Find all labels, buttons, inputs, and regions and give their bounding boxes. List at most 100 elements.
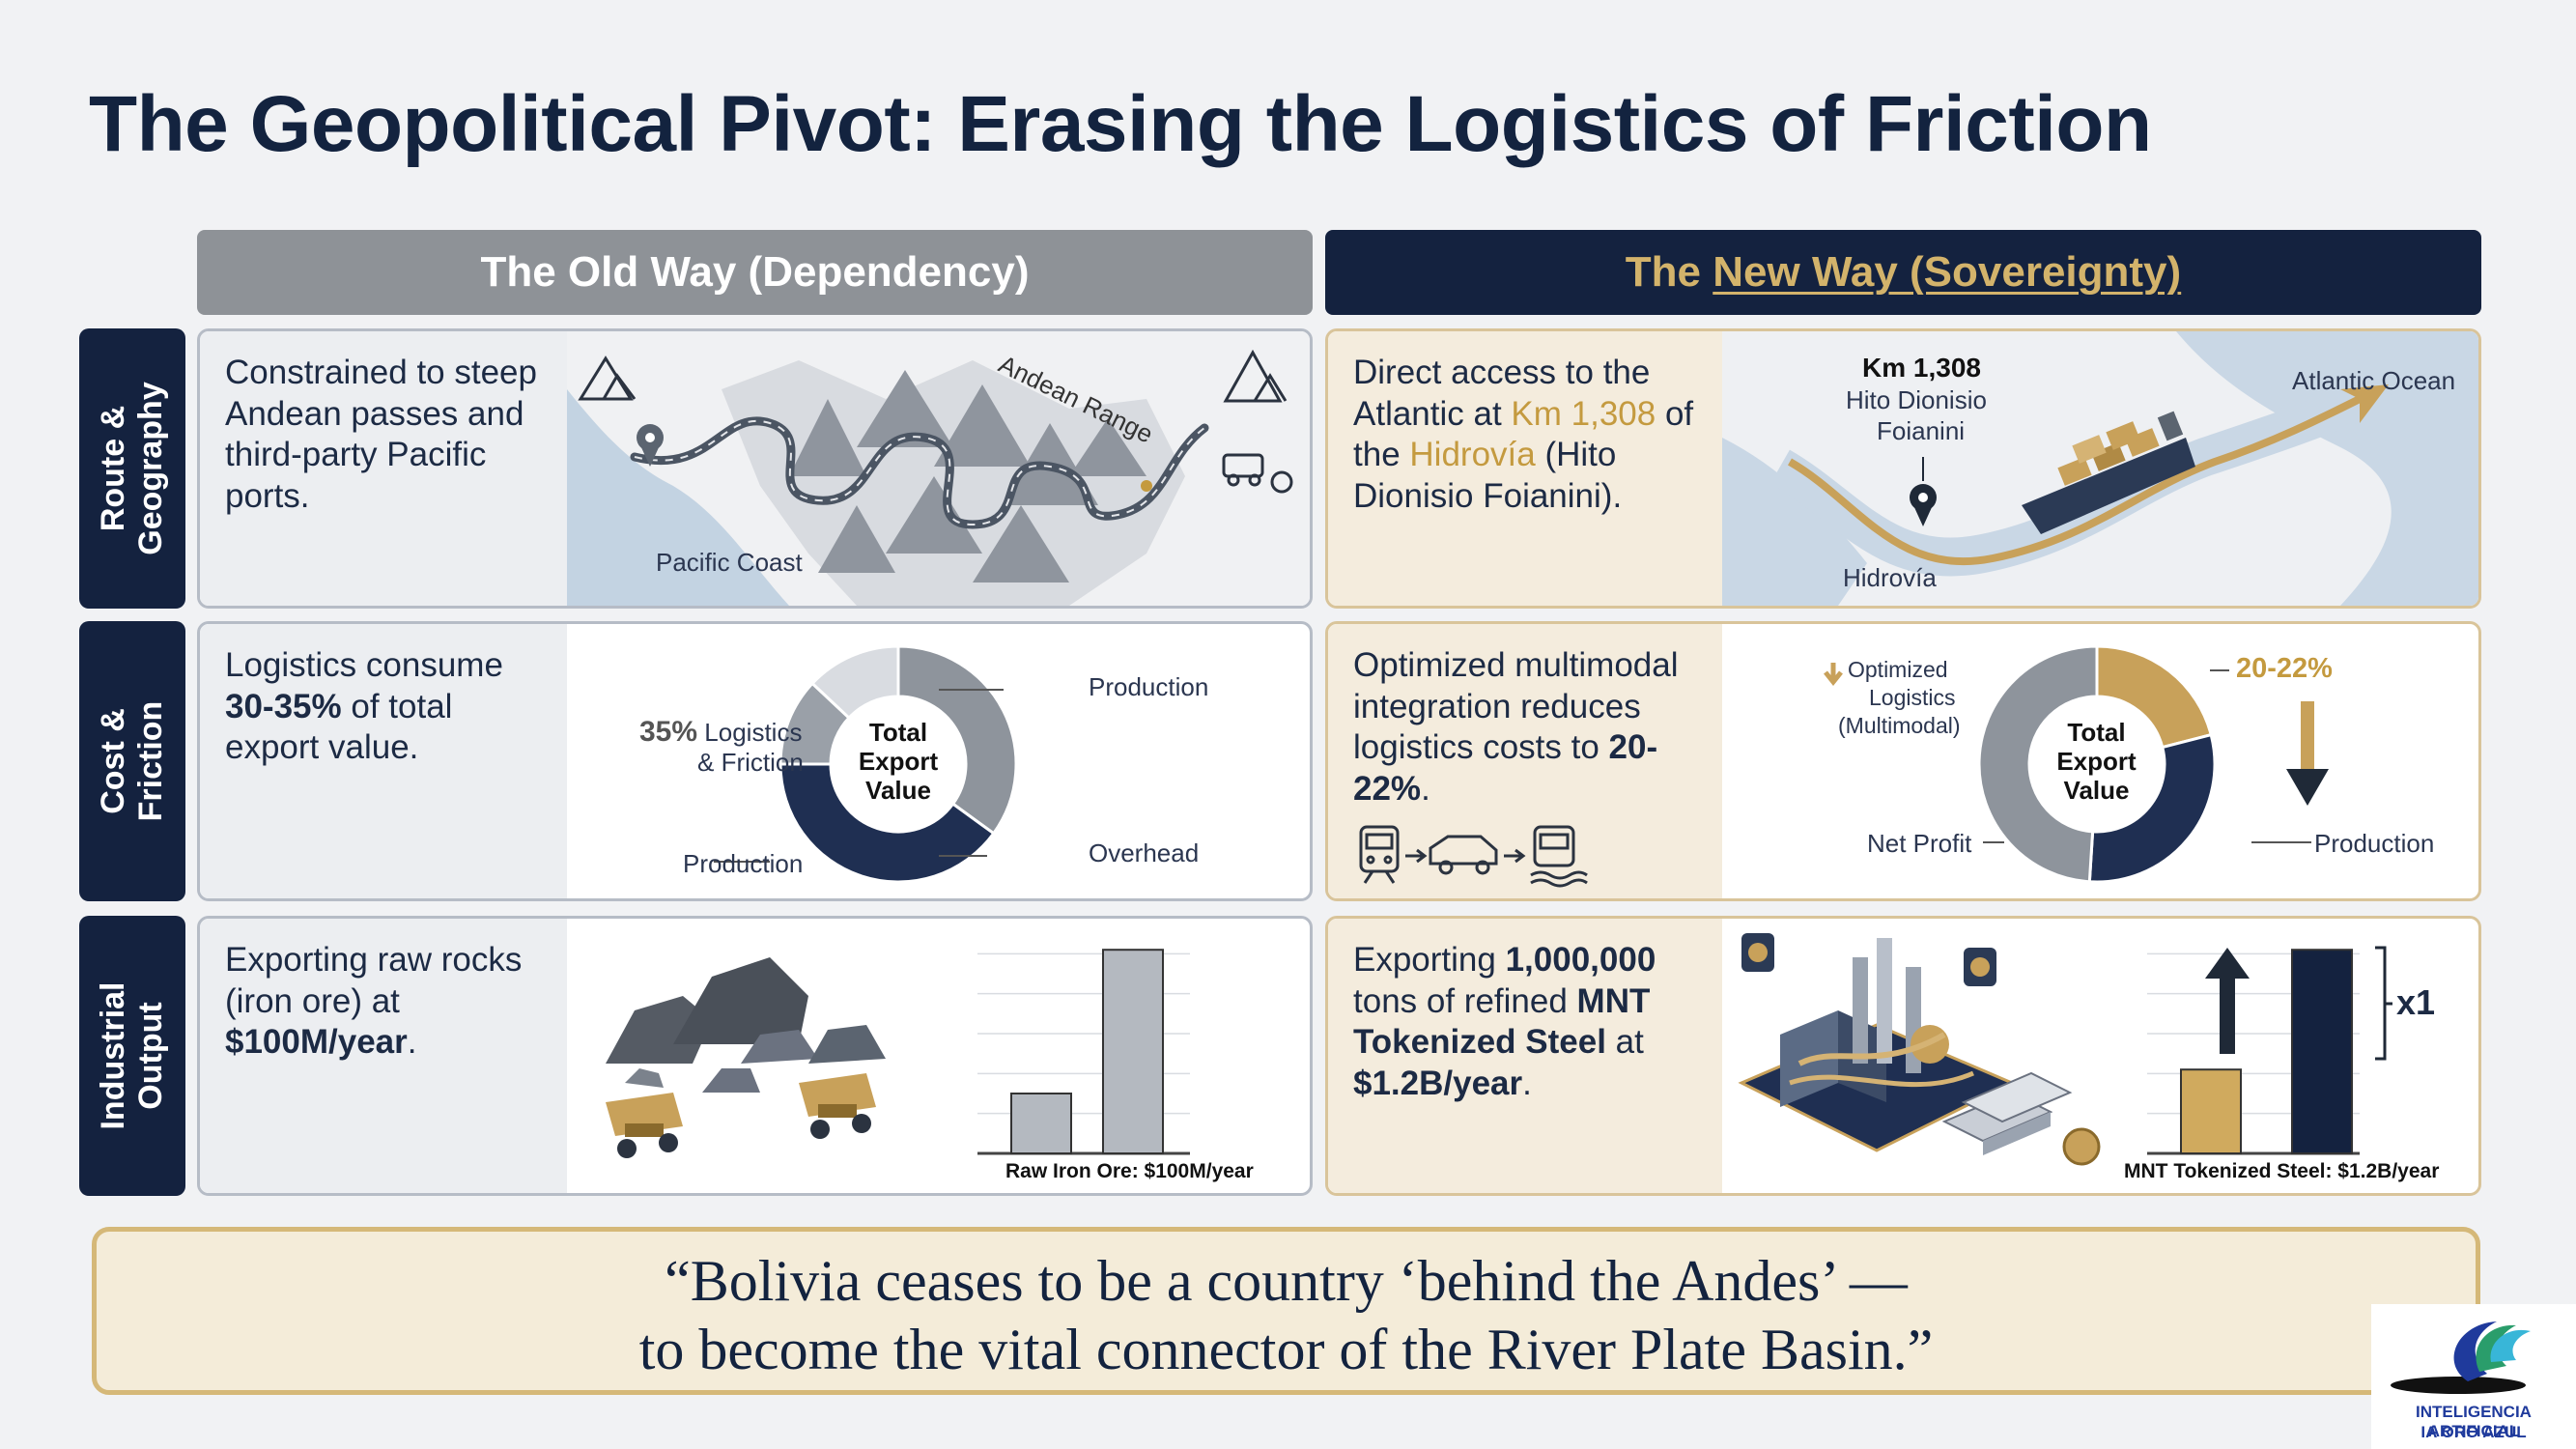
cost-new-text-c: . — [1421, 770, 1430, 809]
new-way-title: New Way (Sovereignty) — [1713, 248, 2182, 296]
andes-map-drawing — [567, 349, 1293, 606]
cargo-ship-icon — [2022, 411, 2195, 534]
panel-industry-old: Exporting raw rocks (iron ore) at $100M/… — [197, 916, 1313, 1196]
row-label-industry-line1: Industrial — [94, 981, 131, 1130]
quote-line2: to become the vital connector of the Riv… — [638, 1317, 1934, 1381]
row-label-cost-line2: Friction — [132, 700, 169, 822]
donut-slice-net-profit — [1977, 644, 2099, 884]
truck-icon — [1222, 453, 1293, 494]
donut-slice-production-top — [896, 644, 1018, 836]
atlantic-ocean-label: Atlantic Ocean — [2292, 366, 2456, 395]
new-optimized-label-line3: (Multimodal) — [1838, 713, 1961, 738]
old-production-top-label: Production — [1089, 672, 1209, 701]
old-overhead-label: Overhead — [1089, 838, 1200, 867]
km-label: Km 1,308 — [1862, 353, 1981, 383]
row-label-cost-line1: Cost & — [94, 708, 131, 814]
arrow-right-icon — [1504, 848, 1526, 864]
new-pct-label: 20-22% — [2236, 653, 2333, 684]
river-channel — [1769, 371, 2396, 577]
row-label-route: Route &Geography — [79, 328, 185, 609]
old-center-line1: Total — [868, 718, 928, 747]
old-donut-slices — [778, 644, 1018, 884]
down-arrow-shaft — [2301, 701, 2314, 769]
industry-new-text-c: tons of refined — [1353, 981, 1577, 1020]
industry-new-tons: 1,000,000 — [1505, 941, 1656, 979]
donut-slice-overhead — [778, 762, 996, 884]
new-production-label: Production — [2314, 829, 2435, 858]
ship-icon — [1530, 825, 1588, 888]
old-logistics-pct: 35% — [639, 716, 698, 748]
pacific-water — [567, 389, 789, 606]
bar-raw-ore-tall — [1102, 949, 1164, 1155]
industry-new-text-a: Exporting — [1353, 941, 1506, 979]
column-header-old-way: The Old Way (Dependency) — [197, 230, 1313, 315]
quote-line1: “Bolivia ceases to be a country ‘behind … — [665, 1249, 1908, 1313]
old-logistics-word: Logistics — [704, 718, 803, 747]
old-donut-chart — [714, 644, 1018, 884]
cost-new-text: Optimized multimodal integration reduces… — [1328, 624, 1722, 898]
arrow-right-icon — [1405, 848, 1428, 864]
mining-truck-icon-2 — [799, 1073, 876, 1139]
route-new-text-c: of the — [1353, 394, 1694, 474]
industry-old-value: $100M/year — [225, 1023, 408, 1062]
cost-old-pct: 30-35% — [225, 687, 342, 725]
industry-new-text-e: at — [1605, 1023, 1644, 1062]
cost-old-text: Logistics consume 30-35% of total export… — [200, 624, 567, 898]
route-new-km: Km 1,308 — [1511, 394, 1656, 433]
old-center-line2: Export — [858, 746, 939, 776]
route-new-text-e: (Hito Dionisio Foianini). — [1353, 436, 1623, 516]
industry-new-product: MNT Tokenized Steel — [1353, 981, 1651, 1062]
raw-ore-visual: Raw Iron Ore: $100M/year — [567, 919, 1310, 1193]
mining-truck-icon — [606, 1093, 683, 1158]
row-label-route-line2: Geography — [132, 382, 169, 555]
hito-label-line1: Hito Dionisio — [1846, 385, 1987, 414]
hidrovia-map: Km 1,308 Hito Dionisio Foianini Atlantic… — [1722, 331, 2478, 606]
row-label-cost: Cost &Friction — [79, 621, 185, 901]
old-center-line3: Value — [865, 775, 931, 805]
page-title: The Geopolitical Pivot: Erasing the Logi… — [89, 80, 2152, 168]
new-way-prefix: The — [1625, 248, 1713, 296]
logo-text-line2: IA ORO AZUL — [2420, 1423, 2527, 1441]
logo-mark-icon — [2391, 1321, 2531, 1394]
hidrovia-route — [1788, 395, 2362, 566]
old-production-bottom-label: Production — [683, 849, 804, 878]
steel-ingots-icon — [1941, 1071, 2101, 1166]
steel-drawing — [1738, 933, 2392, 1166]
new-center-line2: Export — [2056, 746, 2137, 776]
route-old-text: Constrained to steep Andean passes and t… — [200, 331, 567, 606]
logo: INTELIGENCIA ARTIFICIAL IA ORO AZUL — [2371, 1304, 2576, 1449]
panel-cost-old: Logistics consume 30-35% of total export… — [197, 621, 1313, 901]
hito-label-line2: Foianini — [1877, 416, 1966, 445]
panel-route-new: Direct access to the Atlantic at Km 1,30… — [1325, 328, 2481, 609]
raw-ore-drawing — [606, 949, 1190, 1158]
row-label-industry-line2: Output — [132, 1002, 169, 1110]
andes-map: Andean Range Pacific Coast — [567, 331, 1310, 606]
route-marker — [1141, 480, 1152, 492]
industry-old-text: Exporting raw rocks (iron ore) at $100M/… — [200, 919, 567, 1193]
pacific-coast-label: Pacific Coast — [656, 548, 803, 577]
industry-new-text: Exporting 1,000,000 tons of refined MNT … — [1328, 919, 1722, 1193]
down-arrow-icon — [2286, 769, 2329, 806]
winding-road-dash — [634, 420, 1205, 526]
new-donut-chart — [1824, 644, 2329, 884]
bar-raw-ore-small — [1010, 1093, 1072, 1154]
industry-new-value: $1.2B/year — [1353, 1065, 1523, 1103]
cost-old-text-c: of total export value. — [225, 687, 453, 767]
cost-old-text-a: Logistics consume — [225, 646, 503, 684]
route-new-text-a: Direct access to the Atlantic at — [1353, 354, 1651, 433]
row-label-route-line1: Route & — [94, 405, 131, 532]
logo-text-line1: INTELIGENCIA ARTIFICIAL — [2416, 1403, 2532, 1440]
route-new-hidrovia: Hidrovía — [1409, 436, 1536, 474]
route-arrow-icon — [2340, 384, 2389, 423]
mountain-peaks — [789, 370, 1146, 582]
atlantic-water — [2176, 331, 2478, 606]
river-water-left — [1722, 438, 1867, 606]
up-arrow-icon — [2205, 948, 2250, 979]
route-new-text: Direct access to the Atlantic at Km 1,30… — [1328, 331, 1722, 606]
new-optimized-label-line1: Optimized — [1848, 657, 1948, 682]
factory-icon — [1738, 933, 2016, 1152]
multiplier-label: x1 — [2396, 982, 2436, 1022]
